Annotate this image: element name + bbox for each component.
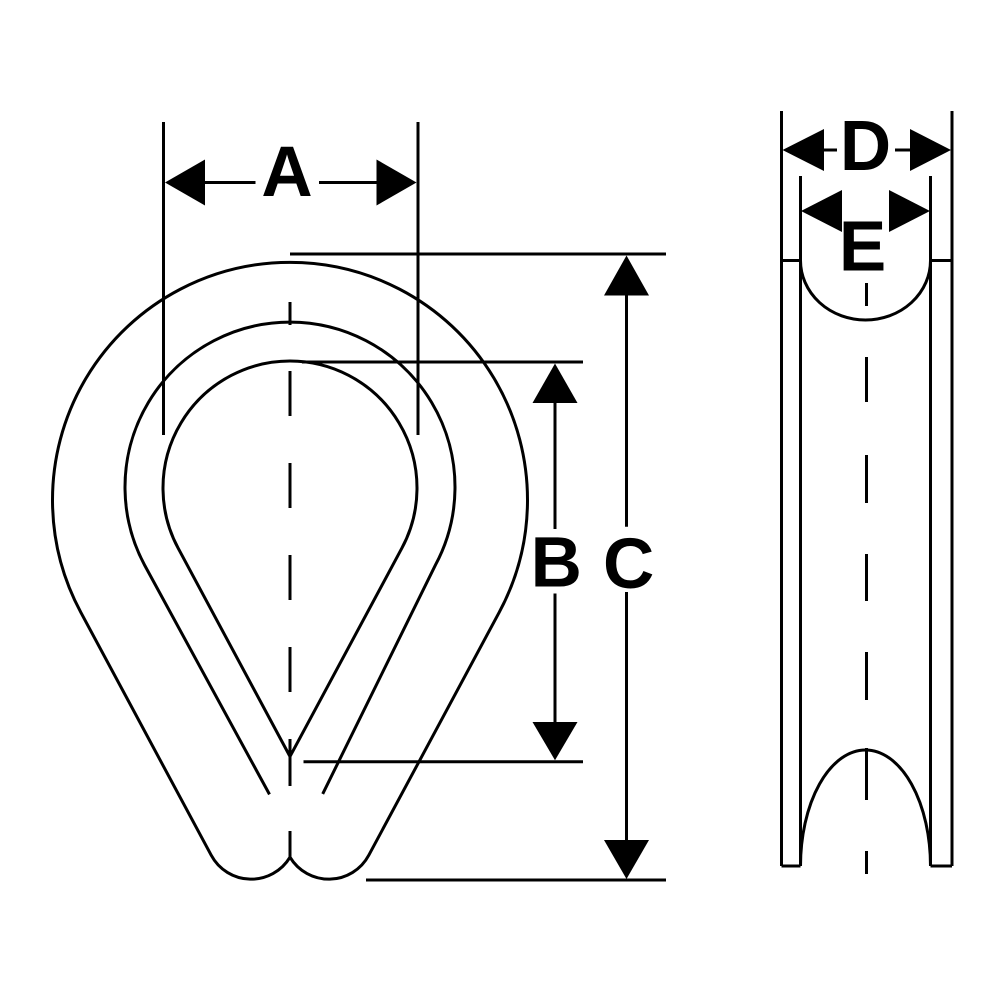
svg-text:C: C: [603, 525, 654, 604]
svg-text:E: E: [839, 208, 886, 287]
svg-text:A: A: [261, 133, 312, 212]
svg-text:D: D: [840, 107, 891, 186]
svg-text:B: B: [531, 524, 582, 603]
